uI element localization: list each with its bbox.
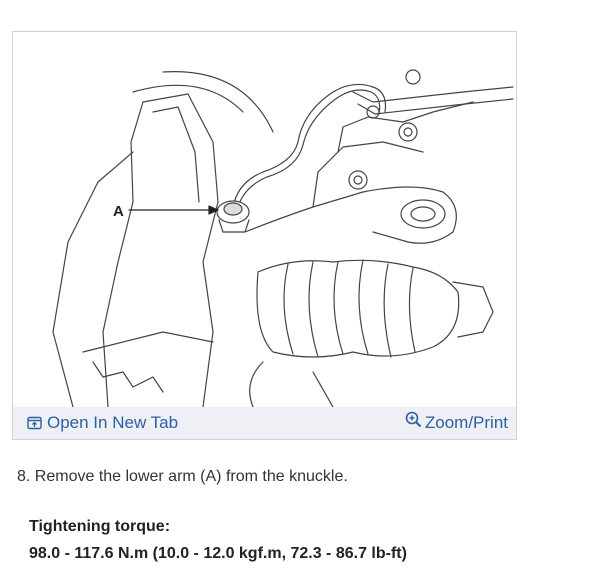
- callout-label-a: A: [113, 203, 124, 220]
- zoom-print-label: Zoom/Print: [424, 413, 508, 432]
- open-in-new-tab-label: Open In New Tab: [47, 413, 179, 432]
- figure-card: A Open In New Tab Zoom/Print: [12, 31, 517, 440]
- zoom-print-link[interactable]: Zoom/Print: [405, 407, 508, 439]
- open-in-new-tab-link[interactable]: Open In New Tab: [27, 407, 178, 439]
- step-instruction: 8. Remove the lower arm (A) from the knu…: [17, 468, 348, 485]
- open-new-tab-icon: [27, 416, 42, 430]
- figure-toolbar: Open In New Tab Zoom/Print: [13, 407, 516, 439]
- suspension-illustration: A: [52, 69, 514, 407]
- magnifier-plus-icon: [405, 411, 422, 428]
- torque-heading: Tightening torque:: [29, 518, 171, 535]
- torque-value: 98.0 - 117.6 N.m (10.0 - 12.0 kgf.m, 72.…: [29, 545, 407, 562]
